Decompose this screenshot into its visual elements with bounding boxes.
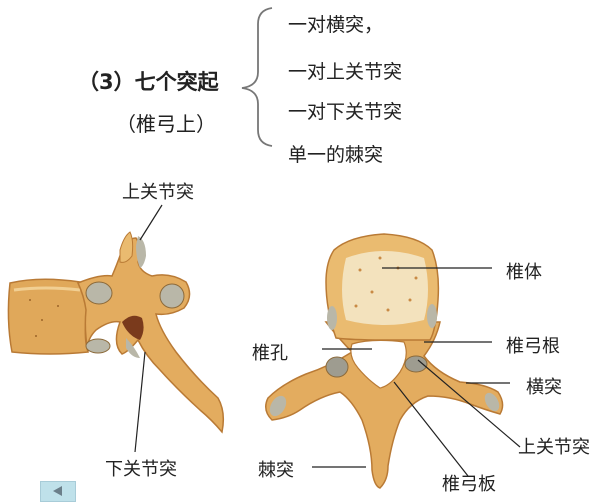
list-item: 一对上关节突	[288, 61, 403, 83]
label-vertebral-body: 椎体	[506, 262, 542, 283]
superior-vertebra-illustration	[265, 233, 504, 489]
leader-line	[134, 351, 146, 453]
label-vertebral-foramen: 椎孔	[252, 343, 288, 364]
leader-line	[417, 359, 521, 448]
label-inferior-articular: 下关节突	[105, 459, 177, 480]
leader-line	[139, 204, 163, 241]
list-item: 一对下关节突	[288, 101, 403, 123]
previous-slide-button[interactable]	[40, 481, 76, 502]
brace-icon	[241, 7, 273, 147]
label-spinous-process: 棘突	[258, 460, 294, 481]
label-pedicle: 椎弓根	[506, 336, 560, 357]
label-superior-articular: 上关节突	[518, 437, 590, 458]
list-item: 一对横突，	[288, 14, 384, 36]
triangle-left-icon	[53, 486, 62, 496]
section-subtitle: （椎弓上）	[116, 112, 216, 136]
leader-line	[393, 381, 469, 477]
list-item: 单一的棘突	[288, 144, 384, 166]
label-lamina: 椎弓板	[442, 474, 496, 495]
label-transverse-process: 横突	[526, 377, 562, 398]
lateral-vertebra-illustration	[7, 231, 225, 434]
section-title: （3）七个突起	[78, 70, 219, 94]
label-superior-articular-lateral: 上关节突	[122, 182, 194, 203]
